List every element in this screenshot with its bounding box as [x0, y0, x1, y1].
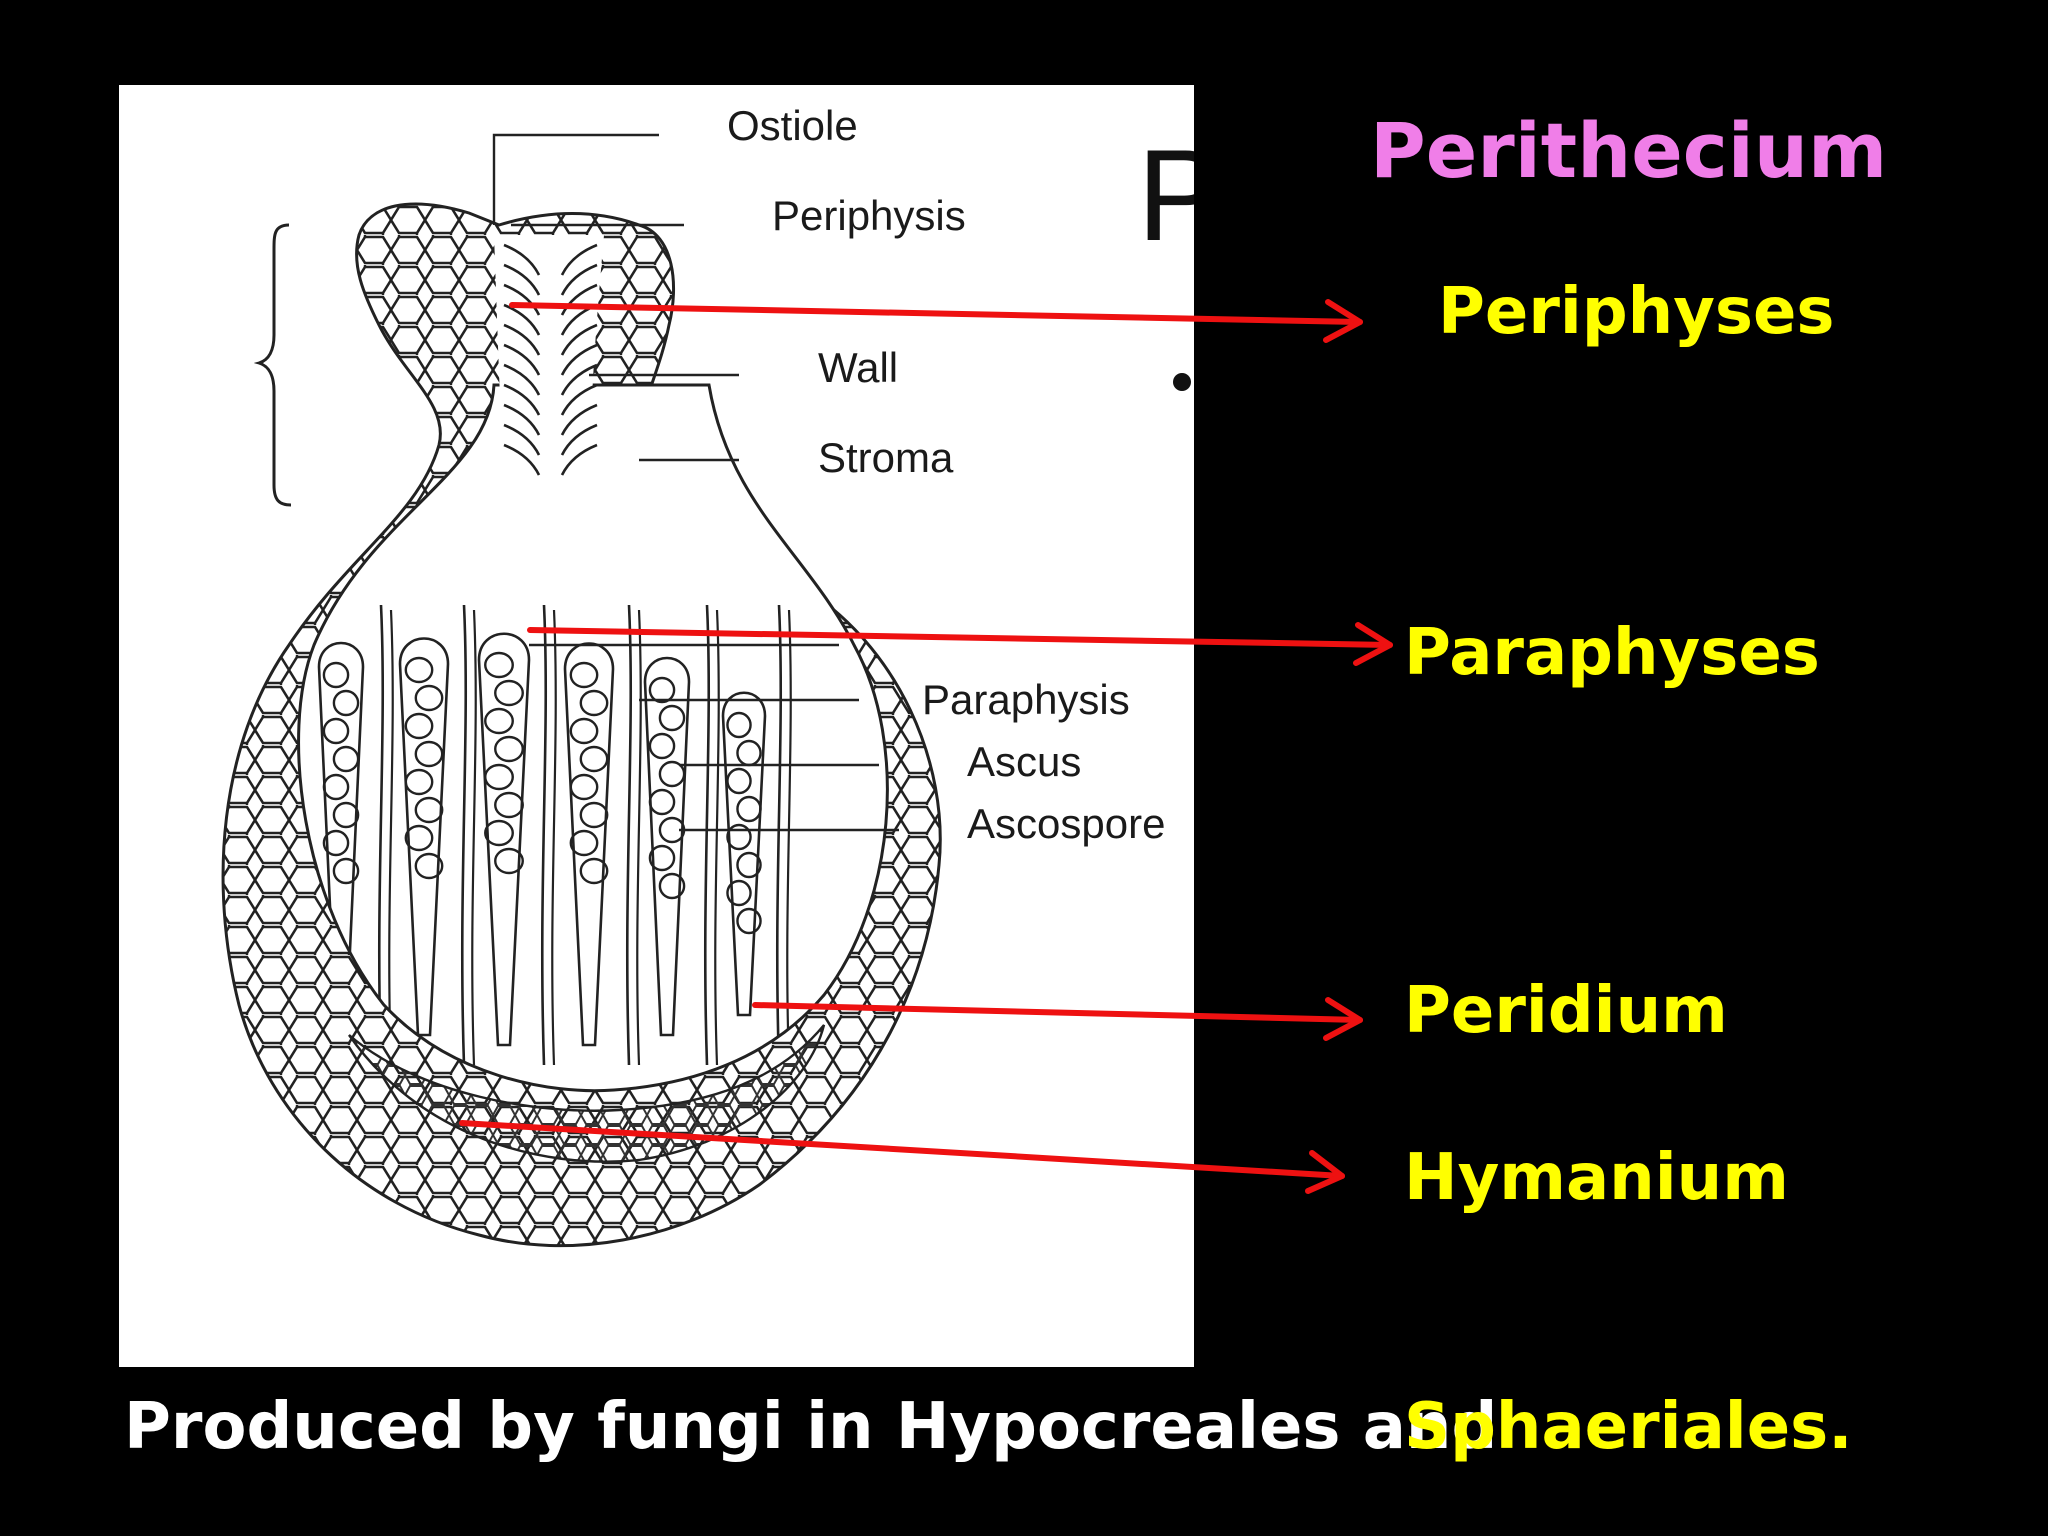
ascospore	[648, 788, 676, 816]
paraphysis-thread	[388, 609, 394, 1066]
ascus-sac	[643, 656, 691, 1037]
perithecium-diagram: Ostiole Periphysis Wall Stroma Paraphysi…	[119, 85, 1194, 1367]
leader-lines	[492, 133, 899, 832]
ascospore	[569, 829, 599, 857]
slide-title: Perithecium	[1370, 106, 1888, 195]
bullet-dot	[1173, 373, 1191, 391]
hymenium-layer	[348, 1024, 826, 1163]
label-ascospore: Ascospore	[967, 800, 1166, 847]
ascospore	[658, 872, 686, 900]
label-ostiole: Ostiole	[727, 102, 858, 149]
paraphysis-thread	[775, 604, 783, 1066]
ascospore	[726, 711, 752, 739]
ascospore	[404, 656, 434, 684]
callout-periphyses: Periphyses	[1438, 275, 1835, 349]
ascospore	[404, 768, 434, 796]
ascospore	[322, 829, 350, 857]
ascus-sac	[317, 641, 365, 1017]
ascus-sac	[398, 637, 450, 1037]
ascospore	[726, 823, 752, 851]
ascospore	[494, 679, 524, 707]
label-periphysis: Periphysis	[772, 192, 966, 239]
paraphysis-thread	[460, 604, 468, 1066]
paraphysis-thread	[703, 604, 711, 1066]
ascospore	[322, 661, 350, 689]
ascospore	[494, 791, 524, 819]
ascospore	[579, 745, 609, 773]
caption-text: Produced by fungi in Hypocreales and	[124, 1390, 1498, 1464]
label-wall: Wall	[818, 344, 899, 391]
ascospore	[414, 740, 444, 768]
ascospore	[569, 661, 599, 689]
ascospore	[648, 844, 676, 872]
arrow-peridium	[752, 997, 1363, 1041]
ascospore	[484, 651, 514, 679]
ascospore	[332, 689, 360, 717]
periphyses-hairs	[503, 243, 598, 476]
ascospore	[579, 857, 609, 885]
ascospore	[332, 801, 360, 829]
stroma-bracket	[253, 223, 292, 507]
arrow-hymanium	[459, 1120, 1345, 1194]
ascospore	[658, 704, 686, 732]
ascospore	[414, 684, 444, 712]
ascospore	[648, 676, 676, 704]
ascospore	[726, 879, 752, 907]
ascospore	[322, 773, 350, 801]
callout-peridium: Peridium	[1404, 974, 1728, 1048]
label-paraphysis: Paraphysis	[922, 676, 1130, 723]
arrow-periphyses	[509, 299, 1363, 343]
ascospore	[484, 707, 514, 735]
ascospore	[569, 773, 599, 801]
callout-hymanium: Hymanium	[1404, 1141, 1789, 1215]
ascospore	[484, 819, 514, 847]
ascospore	[648, 732, 676, 760]
callout-paraphyses: Paraphyses	[1404, 616, 1820, 690]
ascospore	[736, 795, 762, 823]
cropped-heading-letter: P	[1137, 122, 1194, 268]
ascospore	[404, 712, 434, 740]
paraphysis-thread	[786, 609, 792, 1066]
ascospore	[736, 907, 762, 935]
ascospore	[736, 851, 762, 879]
paraphysis-thread	[540, 604, 548, 1066]
ascospore	[569, 717, 599, 745]
ascospore	[414, 796, 444, 824]
ascospore	[658, 760, 686, 788]
ascospore	[579, 801, 609, 829]
paraphysis-thread	[377, 604, 385, 1066]
ascospore	[332, 745, 360, 773]
ascospore	[404, 824, 434, 852]
ascospore	[726, 767, 752, 795]
ascospore	[484, 763, 514, 791]
paraphysis-thread	[714, 609, 720, 1066]
ascospore	[322, 717, 350, 745]
ascospore	[579, 689, 609, 717]
ascospore	[494, 847, 524, 875]
paraphysis-thread	[471, 609, 477, 1066]
ascospore	[494, 735, 524, 763]
label-ascus: Ascus	[967, 738, 1082, 785]
label-stroma: Stroma	[818, 434, 954, 481]
caption-highlight: Sphaeriales.	[1404, 1390, 1853, 1464]
ascospore	[332, 857, 360, 885]
ascus-sac	[477, 632, 531, 1047]
asci-group	[317, 604, 792, 1066]
ascospore	[414, 852, 444, 880]
arrow-paraphyses	[527, 622, 1393, 666]
paraphysis-thread	[551, 609, 557, 1066]
paraphysis-thread	[636, 609, 642, 1066]
paraphysis-thread	[625, 604, 633, 1066]
perithecium-drawing	[221, 133, 1191, 1248]
